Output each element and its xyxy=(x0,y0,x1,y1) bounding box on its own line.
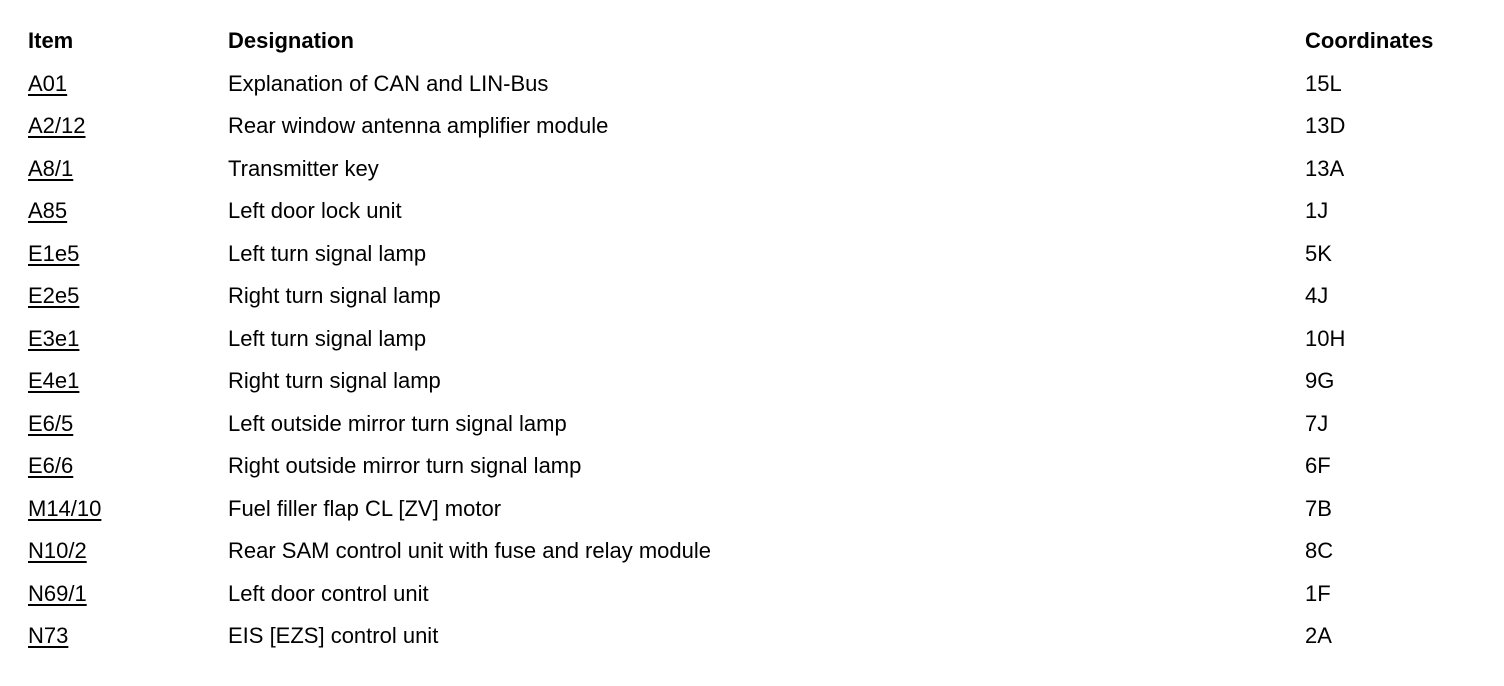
coordinates-cell: 5K xyxy=(1305,240,1332,266)
designation-cell: Rear SAM control unit with fuse and rela… xyxy=(228,538,712,563)
coordinates-cell: 10H xyxy=(1305,325,1346,351)
table-row: A01 Explanation of CAN and LIN-Bus 15L xyxy=(28,63,1468,106)
designation-cell: Explanation of CAN and LIN-Bus xyxy=(228,70,549,96)
item-link[interactable]: E4e1 xyxy=(28,368,80,393)
item-cell: N10/2 xyxy=(28,530,228,573)
item-cell: E1e5 xyxy=(28,233,228,276)
table-row: A2/12 Rear window antenna amplifier modul… xyxy=(28,105,1468,148)
designation-cell: Right outside mirror turn signal lamp xyxy=(228,453,582,478)
designation-cell: Right turn signal lamp xyxy=(228,368,441,393)
item-link[interactable]: N73 xyxy=(28,623,69,648)
item-link[interactable]: E3e1 xyxy=(28,325,80,351)
item-cell: A85 xyxy=(28,190,228,233)
item-cell: E4e1 xyxy=(28,360,228,403)
table-row: M14/10 Fuel filler flap CL [ZV] motor 7B xyxy=(28,488,1468,531)
table-row: N69/1 Left door control unit 1F xyxy=(28,573,1468,616)
table-row: A8/1 Transmitter key 13A xyxy=(28,148,1468,191)
item-link[interactable]: M14/10 xyxy=(28,495,102,521)
table-row: A85 Left door lock unit 1J xyxy=(28,190,1468,233)
designation-cell: Transmitter key xyxy=(228,155,379,181)
designation-cell: Left outside mirror turn signal lamp xyxy=(228,410,567,436)
item-link[interactable]: A01 xyxy=(28,70,68,96)
coordinates-cell: 15L xyxy=(1305,70,1342,96)
item-cell: A2/12 xyxy=(28,105,228,148)
designation-cell: Rear window antenna amplifier module xyxy=(228,113,609,138)
item-cell: E3e1 xyxy=(28,318,228,361)
item-link[interactable]: N69/1 xyxy=(28,580,87,606)
table-row: N10/2 Rear SAM control unit with fuse and… xyxy=(28,530,1468,573)
component-legend-table: Item Designation Coordinates A01 Explanat… xyxy=(28,20,1468,658)
designation-cell: Fuel filler flap CL [ZV] motor xyxy=(228,495,502,521)
item-link[interactable]: E1e5 xyxy=(28,240,80,266)
item-link[interactable]: A85 xyxy=(28,198,68,223)
table-header: Item Designation Coordinates xyxy=(28,20,1468,63)
coordinates-cell: 8C xyxy=(1305,538,1334,563)
item-cell: A01 xyxy=(28,63,228,106)
table-row: N73 EIS [EZS] control unit 2A xyxy=(28,615,1468,658)
coordinates-cell: 1F xyxy=(1305,580,1331,606)
coordinates-cell: 13D xyxy=(1305,113,1346,138)
coordinates-cell: 9G xyxy=(1305,368,1335,393)
table-row: E6/6 Right outside mirror turn signal lam… xyxy=(28,445,1468,488)
table-row: E6/5 Left outside mirror turn signal lamp… xyxy=(28,403,1468,446)
coordinates-cell: 2A xyxy=(1305,623,1332,648)
item-cell: M14/10 xyxy=(28,488,228,531)
coordinates-cell: 4J xyxy=(1305,283,1329,308)
header-coordinates: Coordinates xyxy=(1305,28,1434,53)
table-row: E3e1 Left turn signal lamp 10H xyxy=(28,318,1468,361)
item-cell: E6/5 xyxy=(28,403,228,446)
item-cell: E2e5 xyxy=(28,275,228,318)
coordinates-cell: 7B xyxy=(1305,495,1332,521)
item-cell: N69/1 xyxy=(28,573,228,616)
header-designation: Designation xyxy=(228,28,354,53)
coordinates-cell: 1J xyxy=(1305,198,1329,223)
designation-cell: Left door control unit xyxy=(228,580,429,606)
coordinates-cell: 7J xyxy=(1305,410,1329,436)
coordinates-cell: 13A xyxy=(1305,155,1345,181)
table-body: A01 Explanation of CAN and LIN-Bus 15L A2/1… xyxy=(28,63,1468,658)
item-cell: N73 xyxy=(28,615,228,658)
designation-cell: Left door lock unit xyxy=(228,198,402,223)
item-link[interactable]: E6/5 xyxy=(28,410,74,436)
designation-cell: Left turn signal lamp xyxy=(228,240,427,266)
item-link[interactable]: A8/1 xyxy=(28,155,74,181)
item-link[interactable]: N10/2 xyxy=(28,538,87,563)
item-cell: E6/6 xyxy=(28,445,228,488)
item-link[interactable]: E6/6 xyxy=(28,453,74,478)
item-link[interactable]: E2e5 xyxy=(28,283,80,308)
designation-cell: Right turn signal lamp xyxy=(228,283,441,308)
table-row: E1e5 Left turn signal lamp 5K xyxy=(28,233,1468,276)
coordinates-cell: 6F xyxy=(1305,453,1331,478)
header-row: Item Designation Coordinates xyxy=(28,20,1468,63)
item-cell: A8/1 xyxy=(28,148,228,191)
table-row: E4e1 Right turn signal lamp 9G xyxy=(28,360,1468,403)
table-row: E2e5 Right turn signal lamp 4J xyxy=(28,275,1468,318)
header-item: Item xyxy=(28,28,74,53)
item-link[interactable]: A2/12 xyxy=(28,113,86,138)
designation-cell: EIS [EZS] control unit xyxy=(228,623,439,648)
designation-cell: Left turn signal lamp xyxy=(228,325,427,351)
